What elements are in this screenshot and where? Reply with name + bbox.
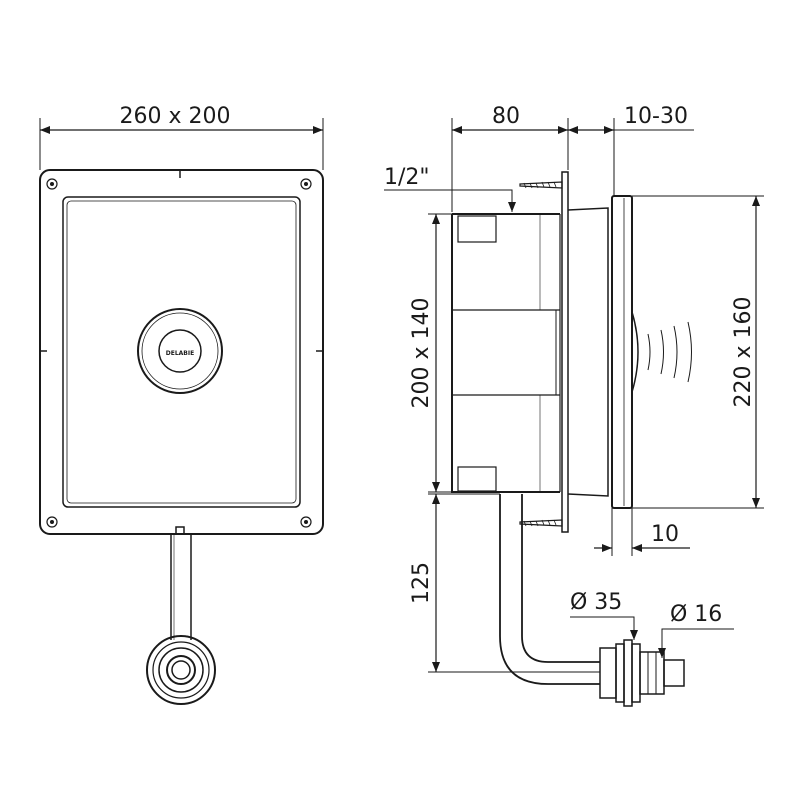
front-plate-inner [62, 196, 301, 508]
plate-thickness-label: 10 [651, 522, 679, 547]
depth-dimension: 80 [451, 104, 615, 212]
screw-icon [300, 516, 312, 528]
sensor-button: DELABIE [137, 308, 223, 394]
diameter-outer-label: Ø 35 [570, 590, 622, 615]
mounting-flange [561, 171, 609, 533]
diameter-inner-label: Ø 16 [670, 602, 722, 627]
depth-label: 80 [492, 104, 520, 129]
brand-logo: DELABIE [166, 350, 194, 357]
front-view: 260 x 200 DELABIE [39, 104, 324, 705]
front-width-label: 260 x 200 [120, 104, 231, 129]
thread-label: 1/2" [384, 165, 430, 190]
sensor-wave-icon [647, 321, 692, 383]
front-connector [146, 635, 216, 705]
thread-leader: 1/2" [384, 165, 516, 212]
box-size-dimension: 200 x 140 [409, 213, 452, 493]
diameter-outer-leader: Ø 35 [570, 590, 638, 640]
screw-icon [300, 178, 312, 190]
plate-thickness-dimension: 10 [594, 508, 690, 556]
front-width-dimension: 260 x 200 [39, 104, 324, 170]
screw-icon [46, 178, 58, 190]
box-size-label: 200 x 140 [409, 298, 434, 409]
side-plate [611, 195, 639, 509]
front-plate-outer [39, 169, 324, 535]
side-view: 80 10-30 1/2" [384, 104, 764, 707]
plate-size-dimension: 220 x 160 [632, 195, 764, 509]
screw-icon [46, 516, 58, 528]
side-pipe [499, 494, 600, 685]
pipe-drop-label: 125 [409, 562, 434, 604]
box-body [451, 213, 561, 493]
diameter-inner-leader: Ø 16 [658, 602, 734, 658]
front-pipe [170, 534, 192, 640]
wall-range-label: 10-30 [624, 104, 688, 129]
wall-range-dimension: 10-30 [568, 104, 694, 134]
pipe-fitting [599, 639, 685, 707]
wall-screw-top [519, 181, 563, 189]
plate-size-label: 220 x 160 [731, 297, 756, 408]
pipe-drop-dimension: 125 [409, 493, 600, 673]
wall-screw-bottom [519, 519, 563, 527]
